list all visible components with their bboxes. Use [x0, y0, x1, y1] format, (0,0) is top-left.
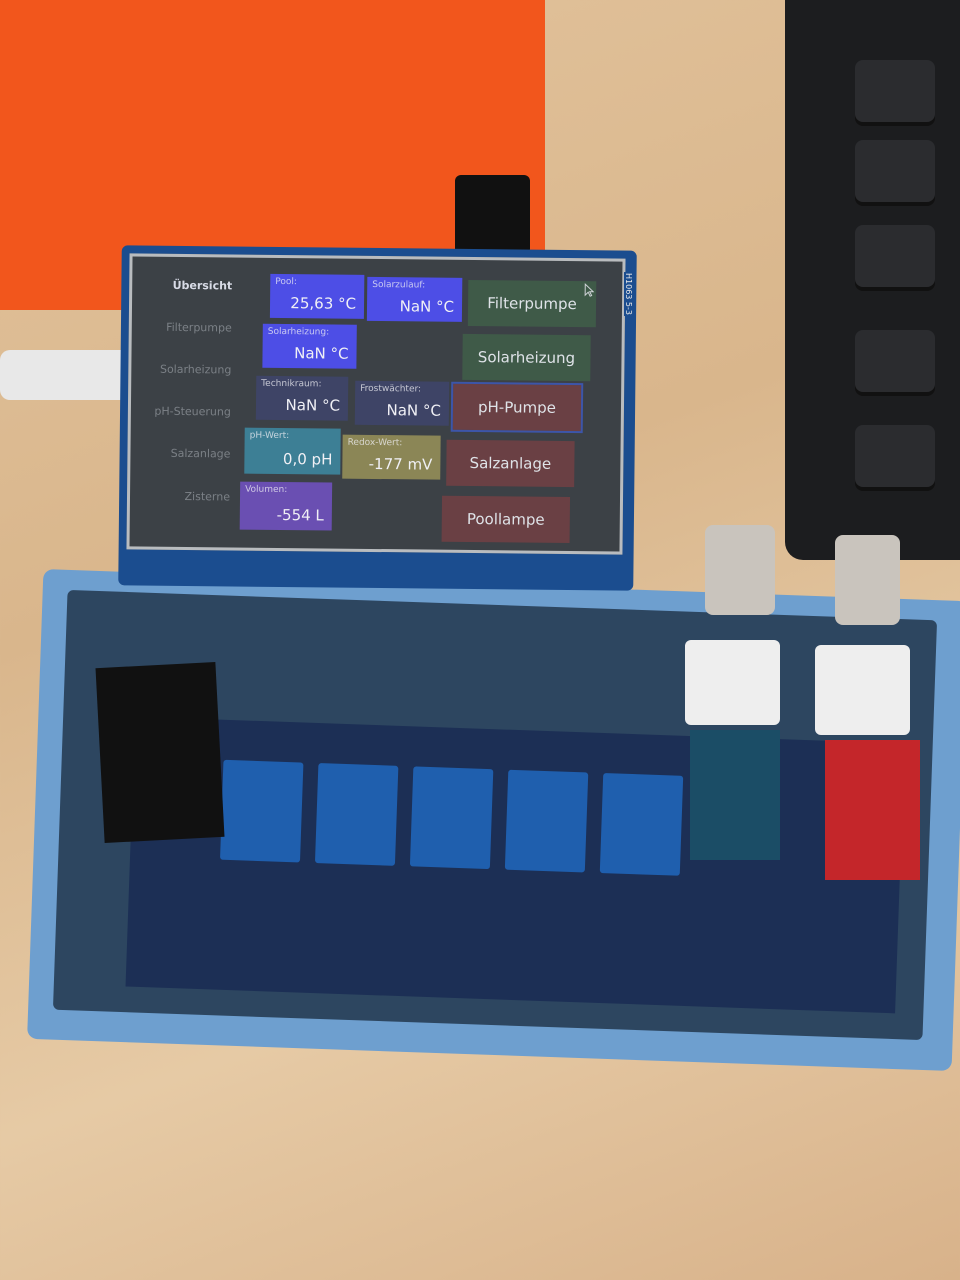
bnc-connector	[705, 525, 775, 615]
relay-board	[125, 716, 905, 1014]
keyboard	[785, 0, 960, 560]
keyboard-key	[855, 330, 935, 392]
board-label: H1063 5-3	[624, 272, 633, 316]
tile-label: Volumen:	[245, 484, 288, 496]
tile-redox-wert: Redox-Wert: -177 mV	[342, 434, 441, 480]
bnc-adapter	[685, 640, 780, 725]
tile-value: 0,0 pH	[282, 450, 333, 469]
ribbon-connector	[95, 661, 225, 844]
ph-pumpe-button[interactable]: pH-Pumpe	[450, 381, 584, 434]
solarheizung-button[interactable]: Solarheizung	[462, 333, 591, 382]
hdmi-connector	[455, 175, 530, 255]
tile-label: Technikraum:	[261, 378, 322, 390]
bnc-adapter	[815, 645, 910, 735]
poollampe-button[interactable]: Poollampe	[441, 495, 571, 544]
mouse-cursor-icon	[584, 283, 595, 297]
relay	[599, 773, 684, 876]
tile-value: -177 mV	[368, 454, 433, 474]
keyboard-key	[855, 225, 935, 287]
tile-technikraum: Technikraum: NaN °C	[255, 375, 349, 421]
tile-value: NaN °C	[285, 396, 341, 415]
relay	[314, 763, 399, 866]
tile-value: 25,63 °C	[290, 294, 357, 313]
nav-item-ph-steuerung[interactable]: pH-Steuerung	[154, 404, 231, 419]
keyboard-key	[855, 140, 935, 202]
nav-item-uebersicht[interactable]: Übersicht	[172, 278, 233, 293]
tile-label: Frostwächter:	[360, 383, 422, 395]
nav-item-zisterne[interactable]: Zisterne	[184, 490, 231, 504]
keyboard-key	[855, 425, 935, 487]
touchscreen: Übersicht Filterpumpe Solarheizung pH-St…	[126, 253, 626, 555]
tile-volumen: Volumen: -554 L	[239, 481, 333, 531]
tile-frostwaechter: Frostwächter: NaN °C	[354, 380, 450, 426]
tile-ph-wert: pH-Wert: 0,0 pH	[244, 427, 341, 475]
tile-label: Pool:	[275, 276, 297, 288]
filterpumpe-button[interactable]: Filterpumpe	[467, 279, 597, 328]
tile-label: Solarheizung:	[267, 326, 330, 338]
tile-value: -554 L	[276, 505, 324, 525]
relay	[409, 766, 494, 870]
keyboard-key	[855, 60, 935, 122]
nav-item-filterpumpe[interactable]: Filterpumpe	[166, 320, 232, 335]
salzanlage-button[interactable]: Salzanlage	[446, 439, 575, 488]
nav-item-solarheizung[interactable]: Solarheizung	[159, 362, 232, 377]
tile-label: pH-Wert:	[249, 430, 290, 442]
relay	[504, 769, 589, 873]
tile-label: Redox-Wert:	[347, 437, 403, 449]
tile-pool: Pool: 25,63 °C	[269, 273, 365, 319]
tile-label: Solarzulauf:	[372, 279, 426, 291]
tile-value: NaN °C	[294, 344, 349, 363]
tile-value: NaN °C	[386, 401, 442, 420]
orp-sensor-board	[690, 730, 780, 860]
bnc-connector	[835, 535, 900, 625]
tile-solarzulauf: Solarzulauf: NaN °C	[366, 276, 463, 322]
nav-item-salzanlage[interactable]: Salzanlage	[170, 446, 231, 461]
tile-solarheizung: Solarheizung: NaN °C	[262, 323, 357, 369]
ph-sensor-board	[825, 740, 920, 880]
tile-value: NaN °C	[399, 297, 455, 316]
relay	[220, 759, 304, 863]
